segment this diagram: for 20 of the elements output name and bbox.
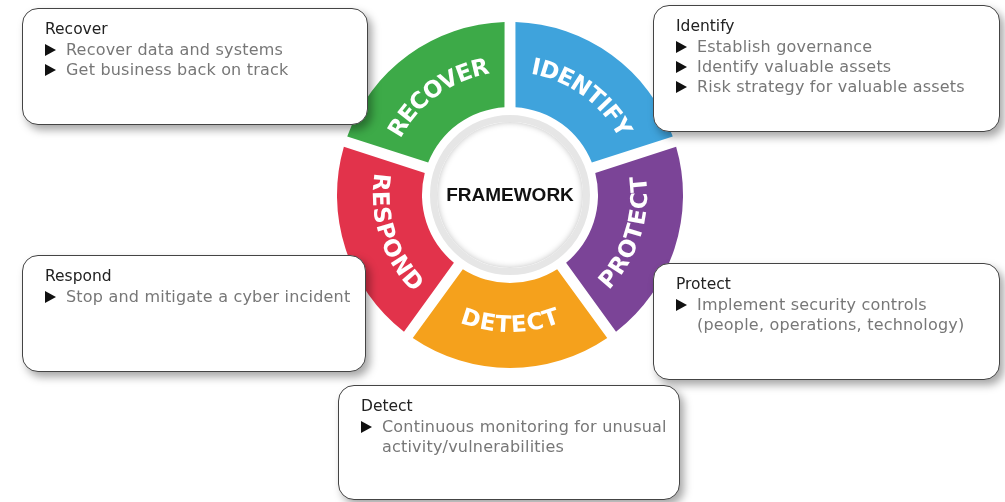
bullet-text: Implement security controls (people, operations, technology) [697, 295, 966, 335]
callout-box [653, 263, 1000, 380]
segment-label: DETECT [458, 302, 562, 337]
box-heading: Detect [361, 397, 413, 415]
bullet-text: Continuous monitoring for unusual activity/vulnerabilities [382, 417, 667, 457]
bullet-text: Establish governance [697, 37, 873, 57]
box-heading: Respond [45, 267, 112, 285]
bullet-text: Stop and mitigate a cyber incident [66, 287, 351, 307]
callout-box [653, 5, 1000, 132]
callout-box [338, 385, 680, 500]
bullet-text: Recover data and systems [66, 40, 284, 60]
callout-box [22, 8, 368, 125]
bullet-text: Get business back on track [66, 60, 289, 80]
callout-box [22, 255, 366, 372]
center-circle: FRAMEWORK [430, 115, 590, 275]
box-heading: Protect [676, 275, 731, 293]
bullet-text: Identify valuable assets [697, 57, 892, 77]
box-heading: Identify [676, 17, 735, 35]
box-heading: Recover [45, 20, 108, 38]
bullet-text: Risk strategy for valuable assets [697, 77, 965, 97]
